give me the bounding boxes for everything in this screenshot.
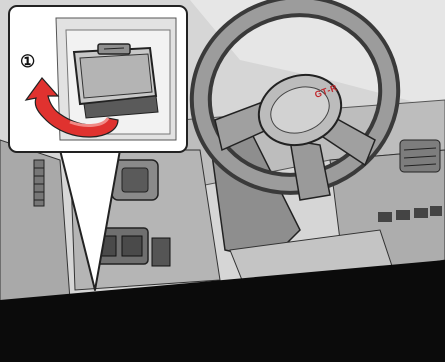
- door-speaker-grille: [34, 160, 44, 206]
- step-number-label: ①: [20, 52, 35, 71]
- fuse-box-cover-icon: [74, 44, 156, 104]
- vent-right: [400, 140, 440, 172]
- switch-panel: [112, 160, 158, 200]
